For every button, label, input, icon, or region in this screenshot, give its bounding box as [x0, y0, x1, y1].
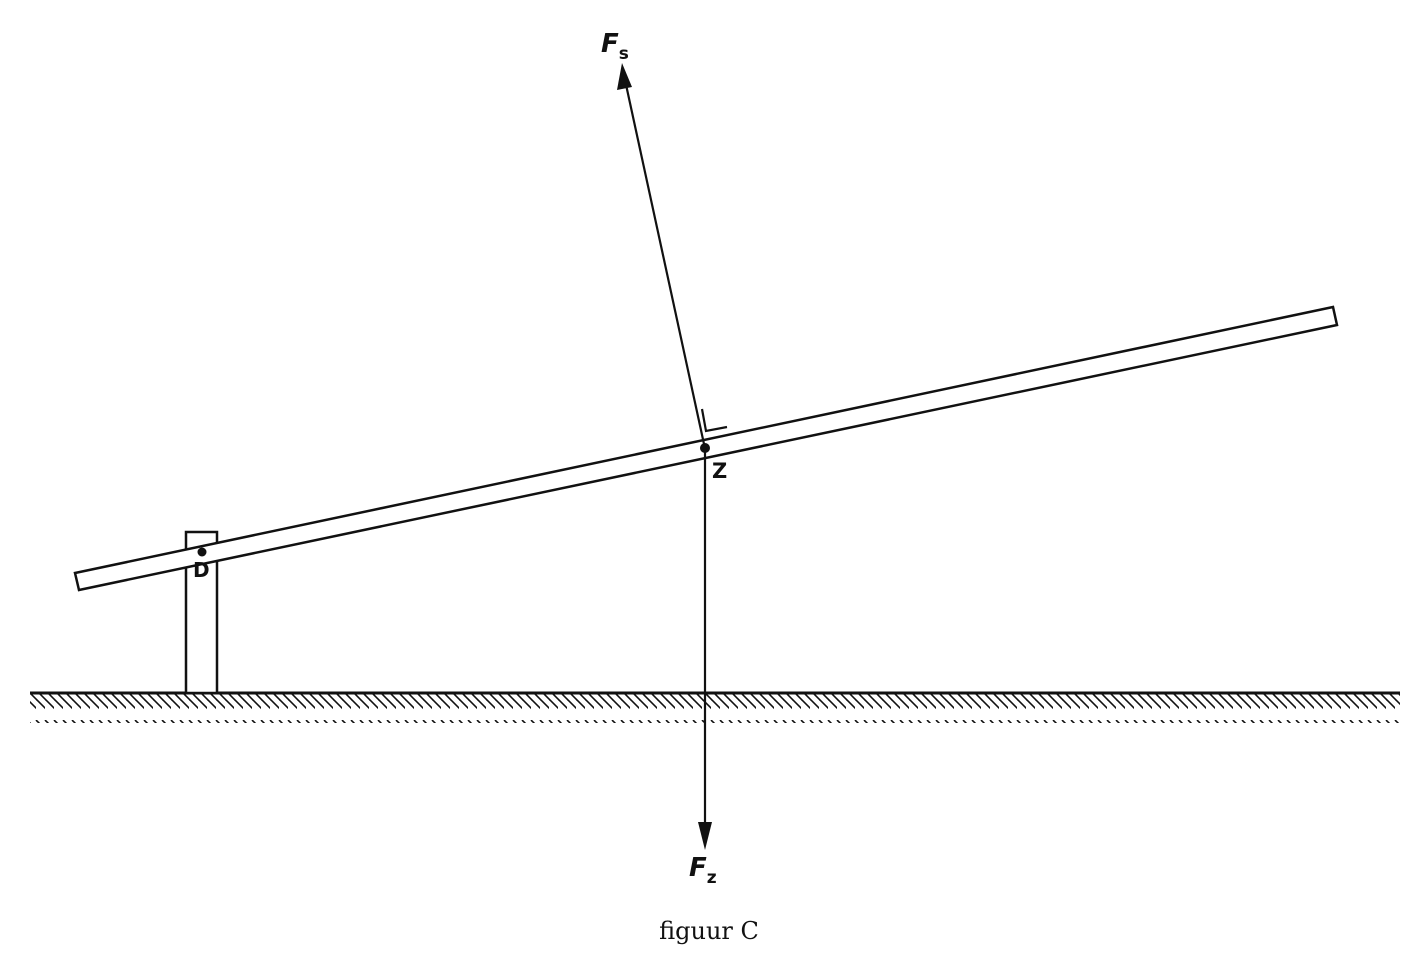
- right-angle-mark: [700, 408, 728, 433]
- ground: [30, 691, 1400, 723]
- force-fs-line: [623, 79, 706, 445]
- force-fz-arrow: [698, 448, 712, 850]
- pivot-label: D: [193, 558, 210, 582]
- figure-caption: figuur C: [659, 917, 759, 945]
- force-fs-arrow: [617, 63, 706, 445]
- center-of-gravity-label: Z: [712, 459, 727, 483]
- force-fz-label: Fz: [689, 853, 717, 888]
- force-fs-label: Fs: [601, 29, 629, 64]
- ground-hatching: [30, 693, 1400, 723]
- pivot-point: [197, 547, 207, 557]
- force-fz-arrowhead: [698, 822, 712, 850]
- force-fs-arrowhead: [617, 63, 632, 90]
